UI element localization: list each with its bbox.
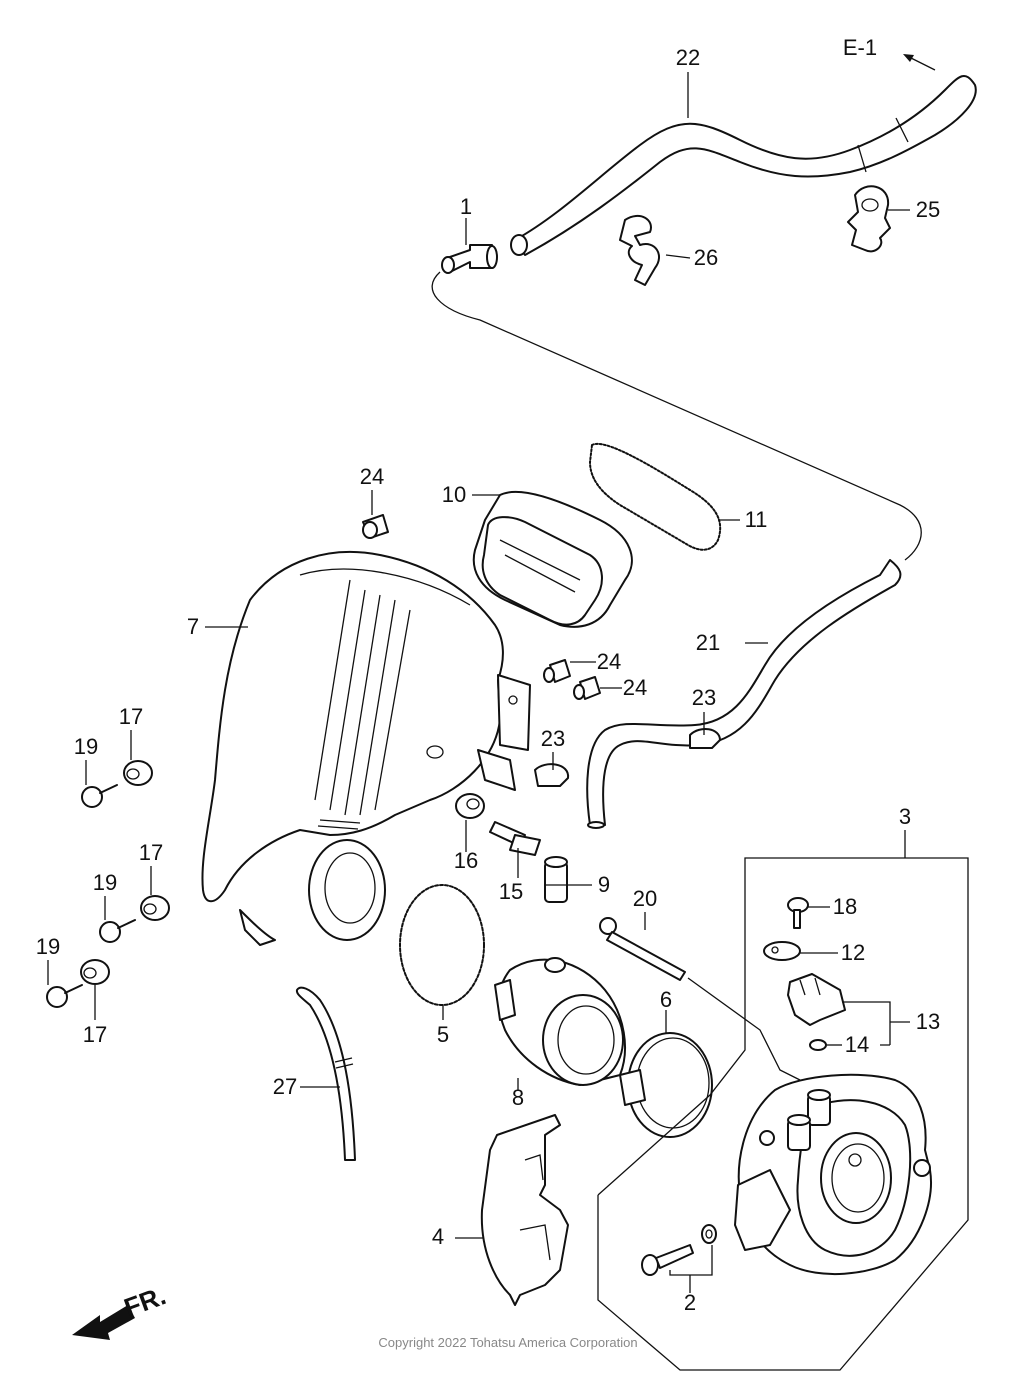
bolt-19-low xyxy=(46,984,83,1008)
collar-17-low xyxy=(80,959,110,985)
callout-21: 21 xyxy=(696,630,720,655)
callout-24-low: 24 xyxy=(623,675,647,700)
callout-17-low: 17 xyxy=(83,1022,107,1047)
grommet-24-mid xyxy=(543,659,571,683)
callout-25: 25 xyxy=(916,197,940,222)
leader-lines xyxy=(47,72,910,1293)
hose-clip-23-left xyxy=(534,763,570,787)
plate-12 xyxy=(763,941,801,961)
callout-19-mid: 19 xyxy=(93,870,117,895)
air-box-7 xyxy=(201,551,531,946)
reference-arrow-e1 xyxy=(903,54,936,71)
hose-21 xyxy=(586,559,902,829)
callout-26: 26 xyxy=(694,245,718,270)
callout-13: 13 xyxy=(916,1009,940,1034)
bolt-20 xyxy=(599,917,686,981)
callout-7: 7 xyxy=(187,614,199,639)
grommet-24-top xyxy=(362,514,389,539)
callout-23-right: 23 xyxy=(692,685,716,710)
callout-24-mid: 24 xyxy=(597,649,621,674)
callout-16: 16 xyxy=(454,848,478,873)
callout-14: 14 xyxy=(845,1032,869,1057)
hose-fitting-1 xyxy=(441,244,498,274)
callout-27: 27 xyxy=(273,1074,297,1099)
grommet-24-low xyxy=(573,676,601,700)
front-label: FR. xyxy=(120,1280,170,1323)
callout-23-left: 23 xyxy=(541,726,565,751)
callout-11: 11 xyxy=(745,507,768,532)
throttle-body-3 xyxy=(734,1073,932,1275)
grommet-16 xyxy=(455,793,485,819)
callout-10: 10 xyxy=(442,482,466,507)
routing-line-20 xyxy=(687,977,801,1081)
hose-clamp-5 xyxy=(399,884,485,1006)
hose-clip-23-right xyxy=(689,728,721,749)
callout-19-low: 19 xyxy=(36,934,60,959)
collar-17-mid xyxy=(140,895,170,921)
front-direction-marker xyxy=(72,1305,135,1340)
rubber-joint-8 xyxy=(494,957,626,1086)
sensor-15 xyxy=(489,821,541,856)
callout-12: 12 xyxy=(841,940,865,965)
hose-clip-25 xyxy=(847,185,891,253)
callout-4: 4 xyxy=(432,1224,444,1249)
intake-duct-10 xyxy=(472,490,633,628)
callout-9: 9 xyxy=(598,872,610,897)
o-ring-14 xyxy=(809,1039,827,1051)
routing-line-3 xyxy=(597,1020,746,1196)
callout-2: 2 xyxy=(684,1290,696,1315)
callout-17-mid: 17 xyxy=(139,840,163,865)
callout-17-top: 17 xyxy=(119,704,143,729)
reference-label-e1: E-1 xyxy=(843,35,877,60)
callout-5: 5 xyxy=(437,1022,449,1047)
hose-27 xyxy=(295,986,356,1161)
sensor-13 xyxy=(787,973,846,1026)
callout-19-top: 19 xyxy=(74,734,98,759)
gasket-11 xyxy=(589,442,722,551)
bolt-19-mid xyxy=(99,919,136,943)
screw-18 xyxy=(787,897,809,929)
collar-17-top xyxy=(123,760,153,786)
callout-22: 22 xyxy=(676,45,700,70)
callout-15: 15 xyxy=(499,879,523,904)
callout-18: 18 xyxy=(833,894,857,919)
copyright-notice: Copyright 2022 Tohatsu America Corporati… xyxy=(378,1335,637,1350)
callout-6: 6 xyxy=(660,987,672,1012)
hose-clip-26 xyxy=(619,214,660,286)
cover-4 xyxy=(480,1114,569,1306)
bolt-19-top xyxy=(81,784,118,808)
fitting-9 xyxy=(544,856,568,903)
callout-1: 1 xyxy=(460,194,472,219)
callout-20: 20 xyxy=(633,886,657,911)
callout-24-top: 24 xyxy=(360,464,384,489)
routing-line xyxy=(431,271,922,561)
callout-labels: 1 2 3 4 5 6 7 8 9 10 11 12 13 14 15 16 1… xyxy=(36,45,940,1315)
breather-hose-22 xyxy=(510,75,977,256)
callout-3: 3 xyxy=(899,804,911,829)
callout-8: 8 xyxy=(512,1085,524,1110)
assembly-3-bracket xyxy=(597,857,969,1371)
screw-2 xyxy=(641,1224,717,1276)
band-6 xyxy=(619,1032,713,1138)
